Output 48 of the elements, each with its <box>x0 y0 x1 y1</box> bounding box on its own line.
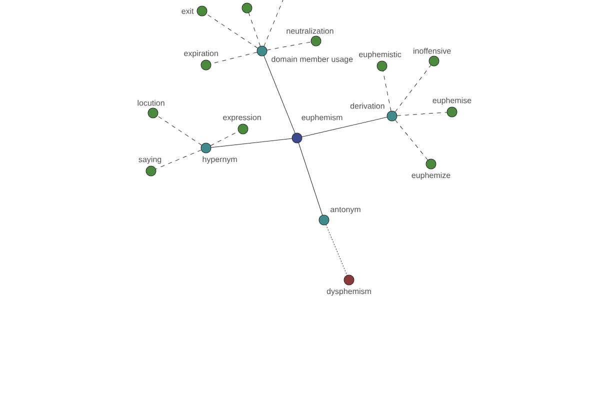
node-label: euphemise <box>432 97 472 105</box>
graph-node: locution <box>138 100 164 118</box>
graph-node: expiration <box>184 50 218 70</box>
node-label: dysphemism <box>326 288 371 296</box>
graph-node: expression <box>223 114 261 134</box>
connector <box>155 150 202 170</box>
connector <box>210 138 292 148</box>
connector <box>394 120 428 160</box>
graph-node: euphemism <box>292 114 342 144</box>
node-label: hypernym <box>202 156 237 164</box>
graph-node: euphemise <box>432 97 472 118</box>
graph-node: neutralization <box>286 28 334 46</box>
node-label: inoffensive <box>414 48 451 54</box>
node-label: neutralization <box>286 28 334 34</box>
node-label: saying <box>138 156 162 164</box>
node-label: derivation <box>350 102 384 109</box>
connector <box>264 55 296 134</box>
graph-node: hypernym <box>200 142 237 164</box>
connector <box>264 0 284 47</box>
connector <box>382 70 392 112</box>
node-label: euphemize <box>412 172 450 180</box>
connector <box>302 116 388 138</box>
graph-node <box>242 2 252 14</box>
connector <box>394 64 432 112</box>
connector <box>156 116 202 146</box>
graph-node: dysphemism <box>326 274 371 296</box>
graph-node: exit <box>182 6 208 16</box>
connector <box>326 224 348 276</box>
node-label: domain member usage <box>272 56 353 64</box>
graph-node: euphemize <box>412 158 450 180</box>
graph-node: antonym <box>318 206 360 226</box>
node-label: exit <box>182 8 194 14</box>
node-label: expiration <box>184 50 218 58</box>
connector <box>298 142 323 216</box>
graph-node: derivation <box>350 102 398 122</box>
connector <box>396 112 448 116</box>
connector <box>206 14 258 48</box>
connector <box>266 42 312 50</box>
node-label: euphemism <box>302 114 342 122</box>
connector <box>248 12 261 47</box>
graph-node: saying <box>138 156 162 176</box>
node-label: antonym <box>330 206 360 214</box>
graph-node: domain member usage <box>256 46 353 64</box>
node-label: locution <box>138 100 164 106</box>
node-label: expression <box>223 114 261 122</box>
graph-node: inoffensive <box>414 48 451 66</box>
graph-node: euphemistic <box>359 51 402 72</box>
node-label: euphemistic <box>359 51 402 59</box>
